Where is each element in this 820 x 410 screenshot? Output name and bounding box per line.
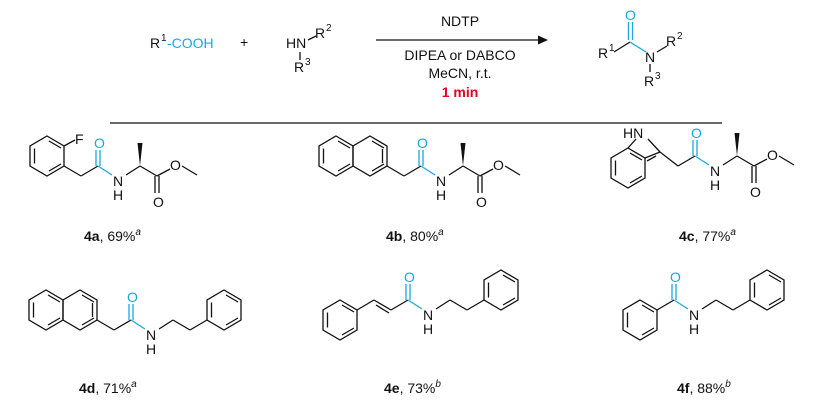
amide-nitrogen: N (710, 163, 720, 179)
compound-id: 4f (677, 380, 690, 396)
caption-4d: 4d, 71%a (79, 379, 137, 396)
amide-nitrogen: N (113, 173, 123, 189)
compound-note: a (438, 227, 444, 238)
acid-r-label: R (150, 35, 160, 51)
amide-oxygen: O (404, 269, 415, 285)
ester-carbonyl-o: O (750, 184, 761, 200)
compound-id: 4b (386, 228, 402, 244)
condition-base: DIPEA or DABCO (404, 47, 515, 63)
ester-carbonyl-o: O (476, 194, 487, 210)
product-n: N (645, 49, 655, 65)
phenyl-ring-right (483, 269, 519, 311)
stereo-wedge (734, 133, 740, 156)
ester-oxygen: O (493, 157, 504, 173)
condition-solvent: MeCN, r.t. (428, 65, 491, 81)
product-carbonyl-o: O (625, 7, 636, 23)
amide-oxygen: O (670, 269, 681, 285)
compound-4a: F O N H O O 4a, 69%a (29, 131, 198, 244)
amide-nitrogen: N (436, 173, 446, 189)
compound-note: a (131, 379, 137, 390)
compound-note: b (725, 379, 731, 390)
acid-cooh: -COOH (167, 35, 214, 51)
amide-hydrogen: H (113, 187, 123, 203)
amide-hydrogen: H (710, 177, 720, 193)
compound-id: 4a (84, 228, 100, 244)
amine-r3-sup: 3 (305, 57, 311, 68)
compound-note: a (730, 227, 736, 238)
compound-yield: , 71% (95, 380, 131, 396)
svg-text:4a, 69%a: 4a, 69%a (84, 227, 141, 244)
plus-sign: + (240, 34, 248, 50)
ester-oxygen: O (767, 147, 778, 163)
product-r1: R (598, 45, 608, 61)
condition-time: 1 min (442, 84, 479, 100)
svg-text:4e, 73%b: 4e, 73%b (384, 379, 441, 396)
compound-4c: HN O N H O O 4c, 77%a (610, 125, 795, 244)
amide-nitrogen: N (689, 307, 699, 323)
amide-hydrogen: H (436, 187, 446, 203)
compound-yield: , 77% (695, 228, 731, 244)
acid-r-sup: 1 (161, 33, 167, 44)
amide-oxygen: O (127, 289, 138, 305)
compound-yield: , 69% (100, 228, 136, 244)
amide-oxygen: O (417, 135, 428, 151)
fluorine-label: F (75, 131, 84, 147)
product-amide-bond (629, 41, 647, 53)
phenyl-ring-right (749, 269, 785, 311)
compound-4b: O N H O O 4b, 80%a (318, 135, 521, 244)
naphthalene-ring-right (62, 289, 98, 331)
amide-hydrogen: H (146, 341, 156, 357)
product-r1-sup: 1 (609, 43, 615, 54)
compound-yield: , 73% (400, 380, 436, 396)
compound-yield: , 88% (689, 380, 725, 396)
compound-id: 4d (79, 380, 95, 396)
reaction-arrow-head (538, 35, 548, 45)
product-r2: R (666, 33, 676, 49)
amide-hydrogen: H (689, 321, 699, 337)
compound-4f: O N H 4f, 88%b (622, 269, 785, 396)
compound-id: 4c (679, 228, 695, 244)
ester-carbonyl-o: O (153, 194, 164, 210)
amide-oxygen: O (94, 135, 105, 151)
amine-r2-sup: 2 (326, 23, 332, 34)
amide-oxygen: O (691, 125, 702, 141)
benzene-ring (29, 135, 65, 177)
compound-id: 4e (384, 380, 400, 396)
svg-text:4c, 77%a: 4c, 77%a (679, 227, 736, 244)
indole-nh: HN (623, 125, 643, 141)
svg-text:4d, 71%a: 4d, 71%a (79, 379, 137, 396)
product-r2-sup: 2 (677, 31, 683, 42)
compound-yield: , 80% (402, 228, 438, 244)
ester-oxygen: O (170, 157, 181, 173)
product-bond-r1-c (613, 41, 631, 53)
amine-hn: HN (286, 35, 306, 51)
product-r3-sup: 3 (655, 71, 661, 82)
amide-nitrogen: N (423, 307, 433, 323)
compound-note: b (435, 379, 441, 390)
compound-4e: O N H 4e, 73%b (322, 269, 519, 396)
product-r3: R (644, 73, 654, 89)
amine-r2: R (315, 25, 325, 41)
general-scheme: R 1 -COOH + HN R 2 R 3 NDTP DIPEA or DAB… (150, 7, 683, 100)
naphthalene-ring-right (352, 135, 388, 177)
caption-4c: 4c, 77%a (679, 227, 736, 244)
phenyl-ring (206, 289, 242, 331)
stereo-wedge (460, 143, 466, 166)
caption-4b: 4b, 80%a (386, 227, 444, 244)
amine-r3: R (294, 59, 304, 75)
amide-nitrogen: N (146, 327, 156, 343)
stereo-wedge (137, 143, 143, 166)
svg-text:4f, 88%b: 4f, 88%b (677, 379, 731, 396)
amide-hydrogen: H (423, 321, 433, 337)
svg-text:4b, 80%a: 4b, 80%a (386, 227, 444, 244)
caption-4f: 4f, 88%b (677, 379, 731, 396)
condition-reagent: NDTP (441, 13, 479, 29)
compound-4d: O N H 4d, 71%a (28, 289, 242, 396)
caption-4e: 4e, 73%b (384, 379, 441, 396)
amine-bond-r2 (307, 35, 317, 41)
compound-note: a (135, 227, 141, 238)
caption-4a: 4a, 69%a (84, 227, 141, 244)
